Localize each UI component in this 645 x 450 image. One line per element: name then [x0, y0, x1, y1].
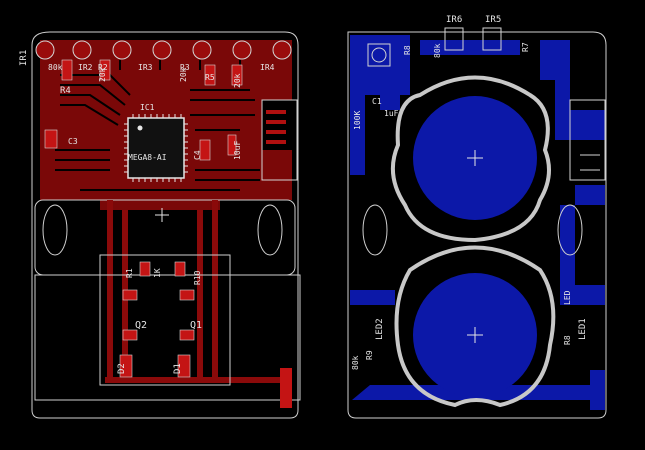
- label-ir1: IR1: [19, 50, 29, 66]
- label-ir5: IR5: [485, 15, 501, 25]
- label-r7: R7: [521, 42, 530, 52]
- label-1k: 1K: [153, 268, 162, 278]
- label-r9: R9: [365, 350, 374, 360]
- right-board-outline: [347, 31, 607, 419]
- label-r2: R2: [98, 63, 108, 72]
- right-board: IR6 IR5 R8 80k R7 100K C1 1uF LED2 R9 80…: [347, 15, 607, 419]
- label-r20k-b: 20k: [179, 67, 188, 82]
- label-r1: R1: [125, 268, 134, 278]
- ic1-pins: [124, 114, 188, 182]
- label-r8: R8: [403, 45, 412, 55]
- left-batt-outline: [34, 199, 296, 276]
- cell-outline-bottom: [394, 245, 556, 408]
- label-80k-b: 80k: [351, 355, 360, 370]
- left-board-outline: [31, 31, 299, 419]
- label-led1: LED1: [578, 318, 588, 340]
- left-board: IR1 R4 80k IR2 R2 20k IR3 R3 20k R5 20k …: [19, 31, 301, 419]
- label-ir3: IR3: [138, 63, 153, 72]
- label-d1: D1: [173, 363, 183, 374]
- label-d2: D2: [117, 363, 127, 374]
- cell-outline-top: [390, 75, 551, 243]
- label-r80k: 80k: [48, 63, 63, 72]
- label-led2: LED2: [375, 318, 385, 340]
- label-r20k-c: 20k: [233, 73, 242, 88]
- label-80k: 80k: [433, 43, 442, 58]
- label-1uf: 1uF: [384, 109, 399, 118]
- left-trace-gaps: [55, 60, 260, 191]
- label-r5: R5: [205, 73, 215, 82]
- label-c4: C4: [193, 150, 202, 160]
- label-ir6: IR6: [446, 15, 462, 25]
- label-ic1: IC1: [140, 103, 155, 112]
- label-q1: Q1: [190, 320, 202, 331]
- label-led: LED: [563, 290, 572, 305]
- label-100k: 100K: [353, 111, 362, 130]
- ic1-body: [127, 117, 185, 179]
- label-r4: R4: [60, 86, 71, 96]
- left-ir-row: [35, 40, 292, 60]
- label-10uf: 10uF: [233, 141, 242, 160]
- right-copper-upper: [350, 35, 605, 410]
- label-r10: R10: [193, 270, 202, 285]
- label-r20k-a: 20k: [98, 67, 107, 82]
- label-ir2: IR2: [78, 63, 93, 72]
- label-r3: R3: [180, 63, 190, 72]
- label-ir4: IR4: [260, 63, 275, 72]
- label-q2: Q2: [135, 320, 147, 331]
- label-c1: C1: [372, 97, 382, 106]
- label-c3: C3: [68, 137, 78, 146]
- left-connector: [261, 99, 298, 181]
- label-r8b: R8: [563, 335, 572, 345]
- label-mega: MEGA8-AI: [128, 153, 167, 162]
